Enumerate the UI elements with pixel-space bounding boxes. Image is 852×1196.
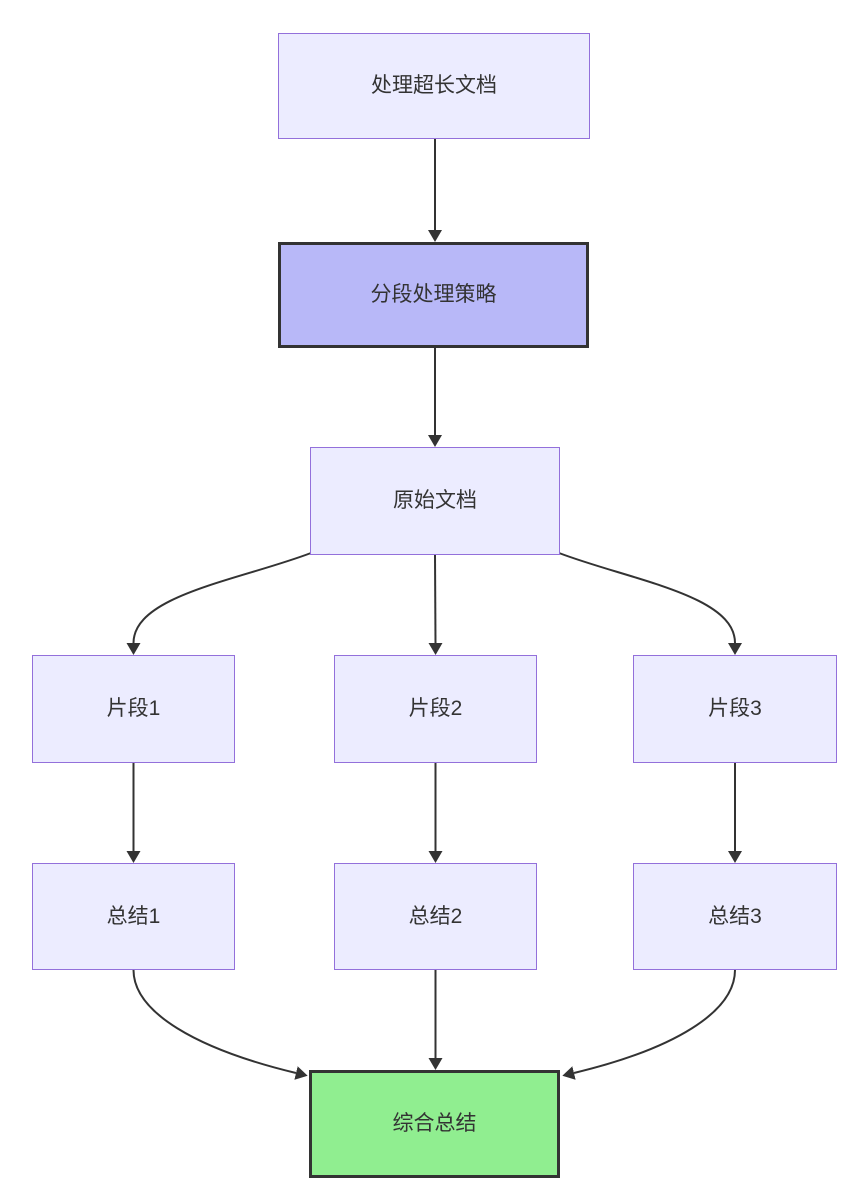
node-label: 总结3 [708,904,762,928]
node-chunk-3: 片段3 [633,655,837,763]
node-summary-3: 总结3 [633,863,837,970]
edge-original-chunk2 [428,554,443,655]
node-label: 总结1 [106,904,161,928]
node-label: 综合总结 [392,1112,477,1136]
node-summary-1: 总结1 [32,863,235,970]
node-label: 片段1 [106,697,161,721]
node-label: 总结2 [408,904,463,928]
node-chunk-2: 片段2 [334,655,537,763]
node-chunk-1: 片段1 [32,655,235,763]
edge-summary3-final [562,969,736,1080]
node-segmentation-strategy: 分段处理策略 [278,242,589,348]
edge-original-chunk1 [126,552,312,655]
edge-summary1-final [132,969,308,1080]
node-label: 分段处理策略 [370,283,497,307]
node-original-document: 原始文档 [310,447,560,555]
node-label: 片段3 [708,697,762,721]
edge-original-chunk3 [558,552,742,655]
node-process-long-document: 处理超长文档 [278,33,590,139]
node-summary-2: 总结2 [334,863,537,970]
node-final-summary: 综合总结 [309,1070,560,1178]
node-label: 原始文档 [393,489,477,513]
node-label: 片段2 [408,697,463,721]
node-label: 处理超长文档 [371,74,497,98]
